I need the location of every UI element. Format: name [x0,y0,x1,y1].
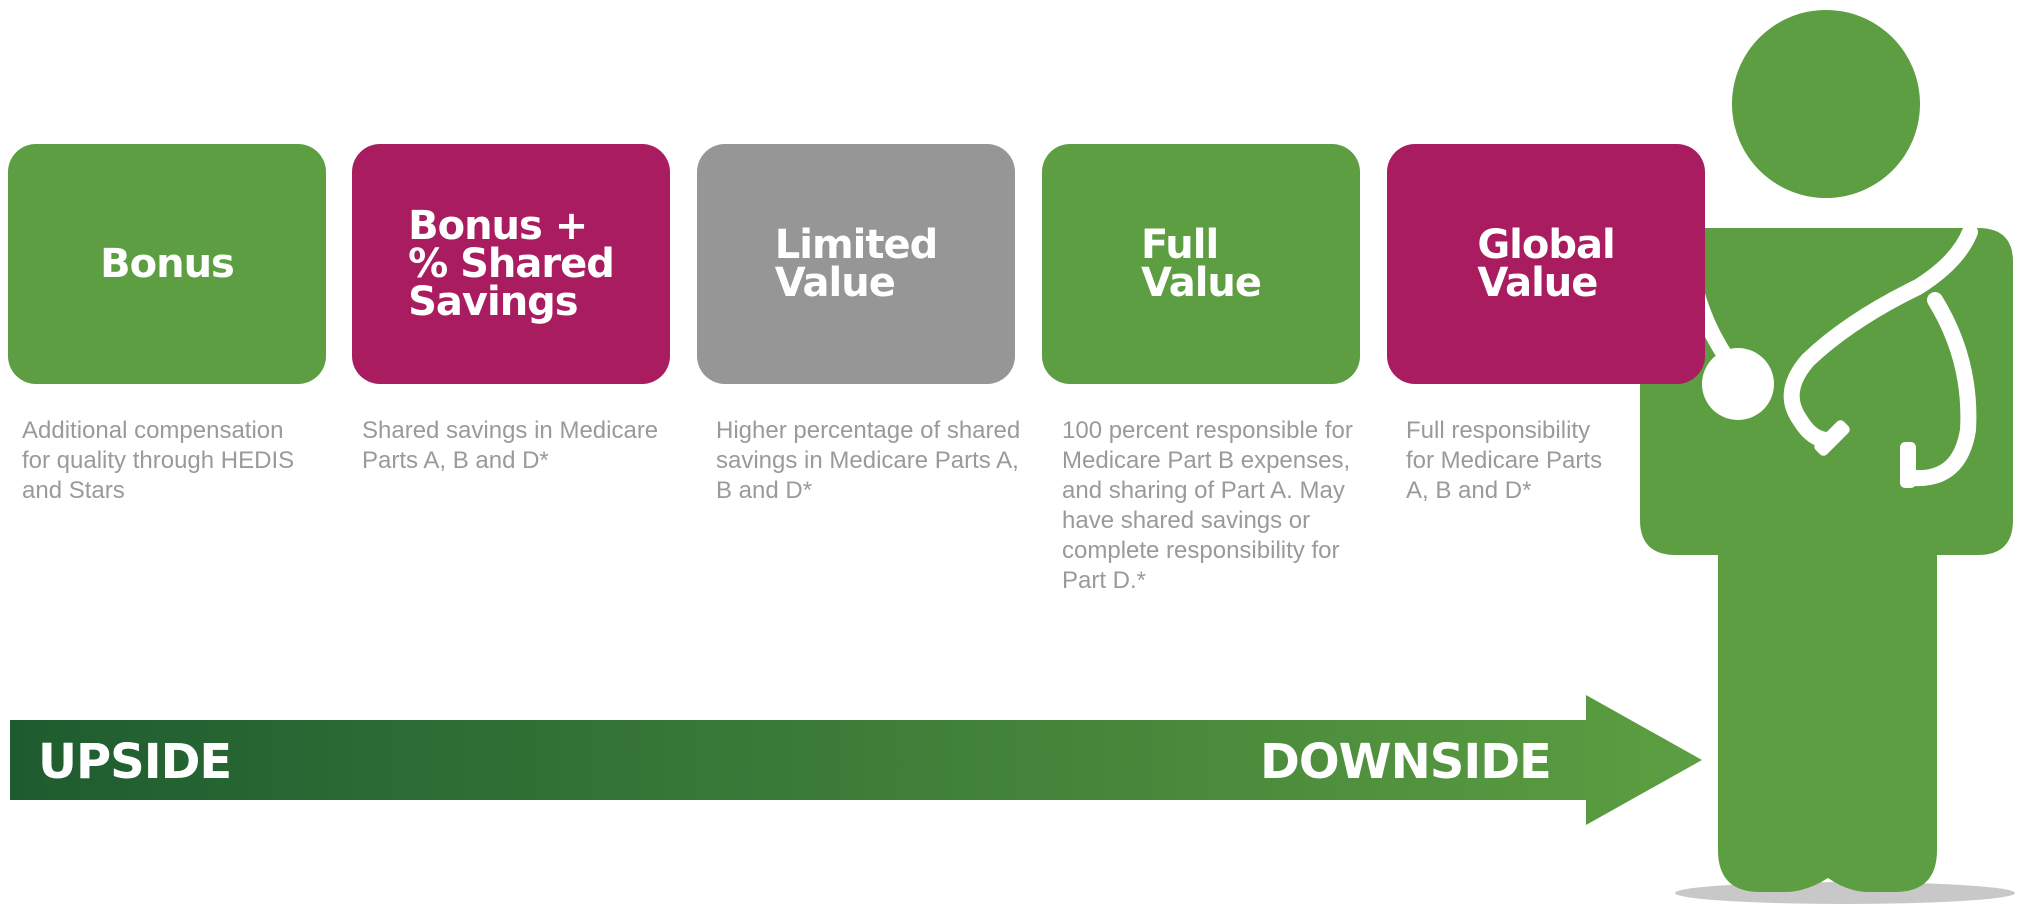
card-full-value: Full Value [1042,144,1360,384]
card-title: Bonus [100,241,235,287]
card-global-value: Global Value [1387,144,1705,384]
stethoscope-earpiece [1814,420,1850,456]
card-bonus: Bonus [8,144,326,384]
upside-label: UPSIDE [38,734,232,790]
card-description: Higher percentage of shared savings in M… [716,417,1021,504]
stethoscope-chestpiece [1702,348,1774,420]
doctor-head [1732,10,1920,198]
card-title: Full Value [1140,222,1262,306]
card-title: Global Value [1477,222,1615,306]
card-title: Bonus + % Shared Savings [408,203,615,325]
risk-arrow [10,695,1702,825]
arrow-shape [10,695,1702,825]
stethoscope-earpiece [1900,442,1916,488]
card-description: Full responsibility for Medicare Parts A… [1406,417,1603,504]
card-bonus-shared-savings: Bonus + % Shared Savings [352,144,670,384]
card-description: 100 percent responsible for Medicare Par… [1062,417,1353,594]
card-description: Additional compensation for quality thro… [22,417,295,504]
card-description: Shared savings in Medicare Parts A, B an… [362,417,659,474]
card-limited-value: Limited Value [697,144,1015,384]
downside-label: DOWNSIDE [1260,734,1552,790]
card-title: Limited Value [774,222,938,306]
